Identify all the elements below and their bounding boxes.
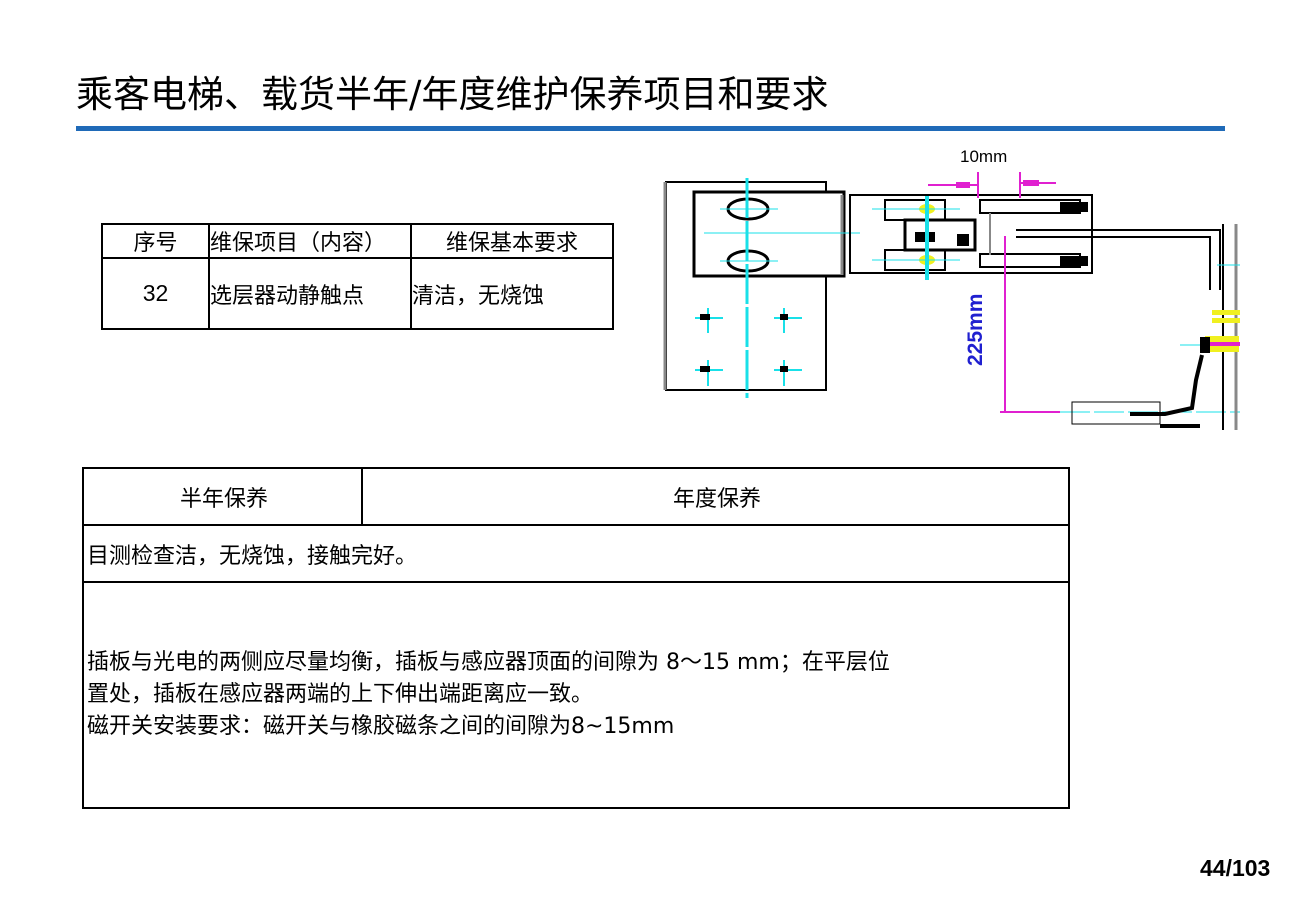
annual-requirement: 插板与光电的两侧应尽量均衡，插板与感应器顶面的间隙为 8～15 mm；在平层位 … (82, 581, 1070, 809)
page-title: 乘客电梯、载货半年/年度维护保养项目和要求 (76, 73, 829, 116)
title-divider (76, 126, 1225, 131)
header-requirement: 维保基本要求 (410, 223, 614, 259)
table-row: 32 选层器动静触点 清洁，无烧蚀 (101, 257, 614, 330)
dimension-225mm: 225mm (964, 294, 987, 366)
requirement-line: 磁开关安装要求：磁开关与橡胶磁条之间的间隙为8~15mm (87, 714, 675, 739)
cell-no: 32 (101, 257, 210, 330)
table-row: 目测检查洁，无烧蚀，接触完好。 (82, 524, 1070, 583)
half-year-requirement: 目测检查洁，无烧蚀，接触完好。 (82, 524, 1070, 583)
item-table-header: 序号 维保项目（内容） 维保基本要求 (101, 223, 614, 259)
maintenance-table: 半年保养 年度保养 目测检查洁，无烧蚀，接触完好。 插板与光电的两侧应尽量均衡，… (82, 467, 1070, 809)
header-annual: 年度保养 (361, 467, 1070, 526)
cell-item: 选层器动静触点 (208, 257, 412, 330)
header-no: 序号 (101, 223, 210, 259)
requirement-line: 插板与光电的两侧应尽量均衡，插板与感应器顶面的间隙为 8～15 mm；在平层位 (87, 650, 890, 675)
item-table: 序号 维保项目（内容） 维保基本要求 32 选层器动静触点 清洁，无烧蚀 (101, 223, 614, 330)
table-row: 插板与光电的两侧应尽量均衡，插板与感应器顶面的间隙为 8～15 mm；在平层位 … (82, 581, 1070, 809)
page-number: 44/103 (1200, 855, 1271, 881)
maintenance-table-header: 半年保养 年度保养 (82, 467, 1070, 526)
cell-requirement: 清洁，无烧蚀 (410, 257, 614, 330)
requirement-line: 置处，插板在感应器两端的上下伸出端距离应一致。 (87, 682, 594, 707)
header-half-year: 半年保养 (82, 467, 363, 526)
header-item: 维保项目（内容） (208, 223, 412, 259)
dimension-10mm: 10mm (960, 147, 1007, 166)
floor-selector-diagram: 10mm 225mm (660, 140, 1241, 430)
